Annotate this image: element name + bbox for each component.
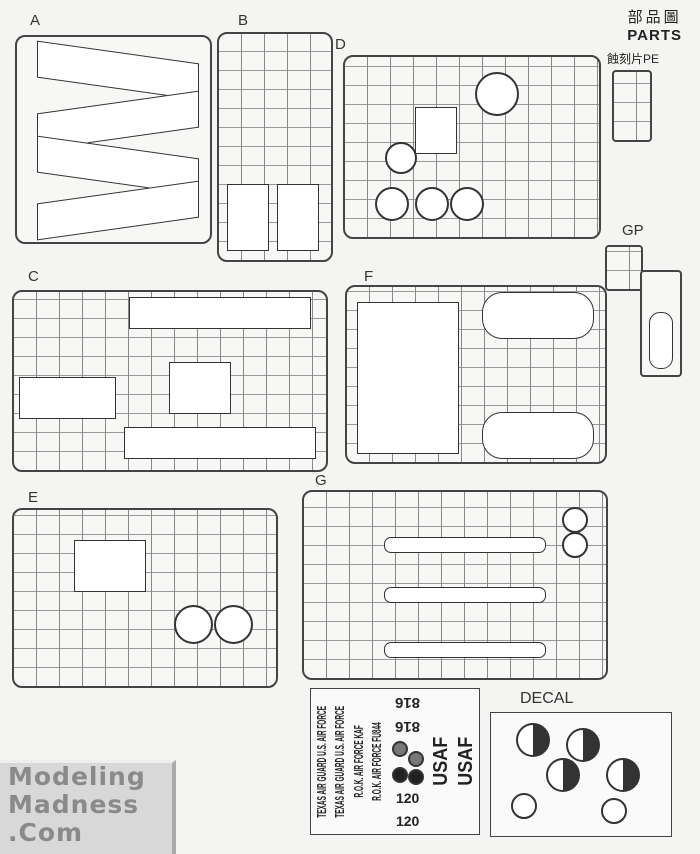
tail-part <box>357 302 459 454</box>
parts-header: 部品圖 PARTS <box>627 6 682 44</box>
wheel-part <box>415 187 449 221</box>
parts-title-cn: 部品圖 <box>627 9 682 26</box>
sprue-c <box>12 290 328 472</box>
sprue-label-gp: GP <box>622 222 644 239</box>
sprue-a <box>15 35 212 244</box>
sprue-part <box>415 107 457 154</box>
wing-part <box>37 40 199 101</box>
wheel-part <box>385 142 417 174</box>
fuselage-part <box>129 297 311 329</box>
decal-text: USAF <box>454 736 477 786</box>
sprue-label-e: E <box>28 489 39 506</box>
pe-label: 蝕刻片PE <box>607 52 660 66</box>
sprue-label-d: D <box>335 36 346 53</box>
watermark-line: .Com <box>8 818 84 847</box>
roundel-decal <box>546 758 580 792</box>
decal-label: DECAL <box>520 690 574 707</box>
instrument-decal <box>601 798 627 824</box>
sprue-label-c: C <box>28 268 39 285</box>
parts-title-en: PARTS <box>627 27 682 44</box>
sprue-part <box>74 540 146 592</box>
decal-number-column: 816 816 120 120 <box>388 691 428 832</box>
decal-text: R.O.K. AIR FORCE FU844 <box>369 722 385 801</box>
instrument-decal <box>511 793 537 819</box>
sprue-gp-small <box>605 245 643 291</box>
decal-text: 120 <box>395 813 420 829</box>
decal-sheet-roundels <box>490 712 672 837</box>
tank-part <box>482 292 594 339</box>
watermark-line: Madness <box>8 790 140 819</box>
roundel-decal <box>566 728 600 762</box>
wing-part <box>37 180 199 241</box>
wheel-part <box>475 72 519 116</box>
sprue-part <box>227 184 269 251</box>
decal-text: USAF <box>430 736 453 786</box>
canopy-part <box>649 312 673 369</box>
missile-part <box>384 587 546 603</box>
wheel-part <box>562 532 588 558</box>
decal-text: 120 <box>395 790 420 807</box>
sprue-gp <box>640 270 682 377</box>
wheel-part <box>562 507 588 533</box>
decal-text: R.O.K. AIR FORCE KAF <box>350 725 366 798</box>
roundel-decal <box>606 758 640 792</box>
sprue-b <box>217 32 333 262</box>
missile-part <box>384 537 546 553</box>
wheel-part <box>214 605 253 644</box>
sprue-label-f: F <box>364 268 374 285</box>
decal-sheet-markings: TEXAS AIR GUARD U.S. AIR FORCE TEXAS AIR… <box>310 688 480 835</box>
wheel-part <box>375 187 409 221</box>
watermark-line: Modeling <box>8 762 146 791</box>
sprue-e <box>12 508 278 688</box>
wheel-part <box>450 187 484 221</box>
sprue-label-a: A <box>30 12 41 29</box>
sprue-part <box>19 377 116 419</box>
decal-text: 816 <box>395 694 421 711</box>
sprue-d <box>343 55 601 239</box>
sprue-part <box>277 184 319 251</box>
sprue-f <box>345 285 607 464</box>
watermark-logo: Modeling Madness .Com <box>0 760 176 854</box>
decal-text: TEXAS AIR GUARD U.S. AIR FORCE <box>313 705 329 818</box>
tank-part <box>482 412 594 459</box>
sprue-part <box>169 362 231 414</box>
decal-roundels <box>390 740 426 785</box>
roundel-decal <box>516 723 550 757</box>
decal-text: TEXAS AIR GUARD U.S. AIR FORCE <box>332 705 348 818</box>
missile-part <box>384 642 546 658</box>
sprue-label-g: G <box>315 472 327 489</box>
fuselage-part <box>124 427 316 459</box>
sprue-pe <box>612 70 652 142</box>
sprue-label-b: B <box>238 12 249 29</box>
sprue-g <box>302 490 608 680</box>
wheel-part <box>174 605 213 644</box>
decal-text: 816 <box>395 717 421 735</box>
